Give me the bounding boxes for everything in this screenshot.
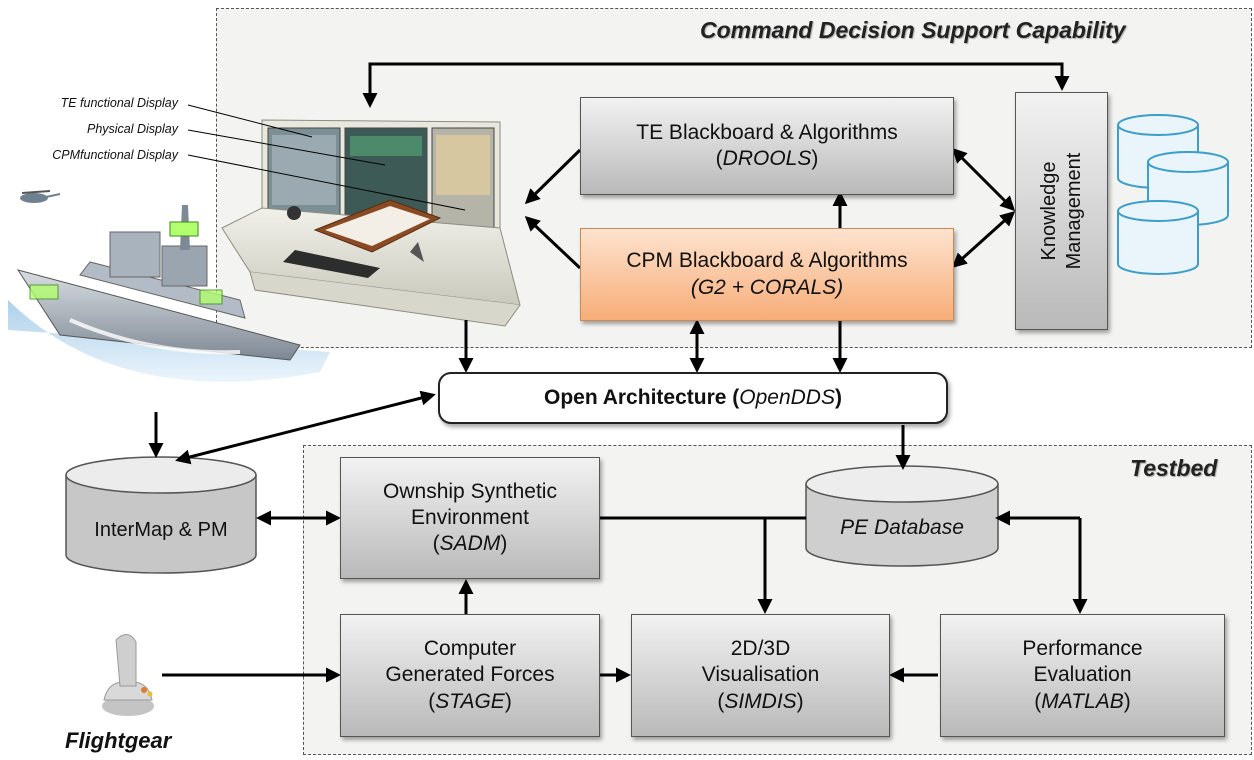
testbed-title: Testbed [1130, 455, 1218, 481]
te-blackboard-box: TE Blackboard & Algorithms (DROOLS) [580, 97, 954, 195]
performance-tool-line: (MATLAB) [1034, 689, 1131, 713]
flightgear-label: Flightgear [65, 728, 172, 753]
visualisation-tool: SIMDIS [724, 689, 797, 713]
performance-line2: Evaluation [1033, 663, 1132, 687]
cgf-tool: STAGE [435, 689, 505, 713]
te-blackboard-title: TE Blackboard & Algorithms [636, 120, 898, 144]
pe-database-label: PE Database [840, 516, 964, 539]
intermap-database [65, 456, 257, 574]
visualisation-line2: Visualisation [701, 663, 820, 687]
cgf-tool-line: (STAGE) [428, 689, 512, 713]
cpm-blackboard-title: CPM Blackboard & Algorithms [626, 249, 908, 273]
performance-tool: MATLAB [1041, 689, 1124, 713]
intermap-label: InterMap & PM [94, 519, 228, 541]
ownship-line2: Environment [411, 505, 529, 529]
visualisation-line1: 2D/3D [730, 637, 791, 661]
visualisation-box: 2D/3D Visualisation (SIMDIS) [631, 614, 890, 737]
open-architecture-box: Open Architecture (OpenDDS) [438, 372, 948, 424]
cpm-blackboard-tool-line: (G2 + CORALS) [690, 275, 844, 299]
ownship-tool-line: (SADM) [432, 532, 508, 556]
cdsc-title: Command Decision Support Capability [700, 17, 1126, 43]
knowledge-management-box: Knowledge Management [1015, 92, 1108, 330]
helicopter-icon [20, 190, 61, 203]
ownship-box: Ownship Synthetic Environment (SADM) [340, 457, 600, 579]
knowledge-databases [1117, 114, 1229, 275]
cgf-box: Computer Generated Forces (STAGE) [340, 614, 600, 737]
physical-display-label: Physical Display [86, 122, 178, 136]
performance-line1: Performance [1022, 637, 1143, 661]
cgf-line2: Generated Forces [385, 663, 555, 687]
connectors [148, 62, 1088, 683]
te-blackboard-tool: DROOLS [722, 147, 812, 170]
joystick-icon [102, 634, 154, 716]
warship-image [8, 205, 330, 382]
pe-database [805, 465, 999, 567]
cgf-line1: Computer [423, 637, 517, 661]
cpm-blackboard-box: CPM Blackboard & Algorithms (G2 + CORALS… [580, 228, 954, 321]
operator-console-image [221, 119, 521, 327]
open-architecture-suffix: ) [834, 385, 842, 409]
knowledge-management-label: Knowledge Management [1037, 152, 1085, 270]
te-display-label: TE functional Display [60, 96, 178, 110]
display-leader-lines [187, 104, 466, 211]
cpm-blackboard-tool: G2 + CORALS [697, 275, 837, 299]
open-architecture-tool: OpenDDS [739, 385, 835, 409]
performance-box: Performance Evaluation (MATLAB) [940, 614, 1225, 737]
te-blackboard-tool-line: (DROOLS) [715, 147, 819, 170]
ownship-line1: Ownship Synthetic [383, 479, 557, 503]
visualisation-tool-line: (SIMDIS) [717, 689, 804, 713]
open-architecture-prefix: Open Architecture ( [544, 385, 740, 409]
cpm-display-label: CPMfunctional Display [52, 148, 178, 162]
ownship-tool: SADM [439, 532, 501, 556]
